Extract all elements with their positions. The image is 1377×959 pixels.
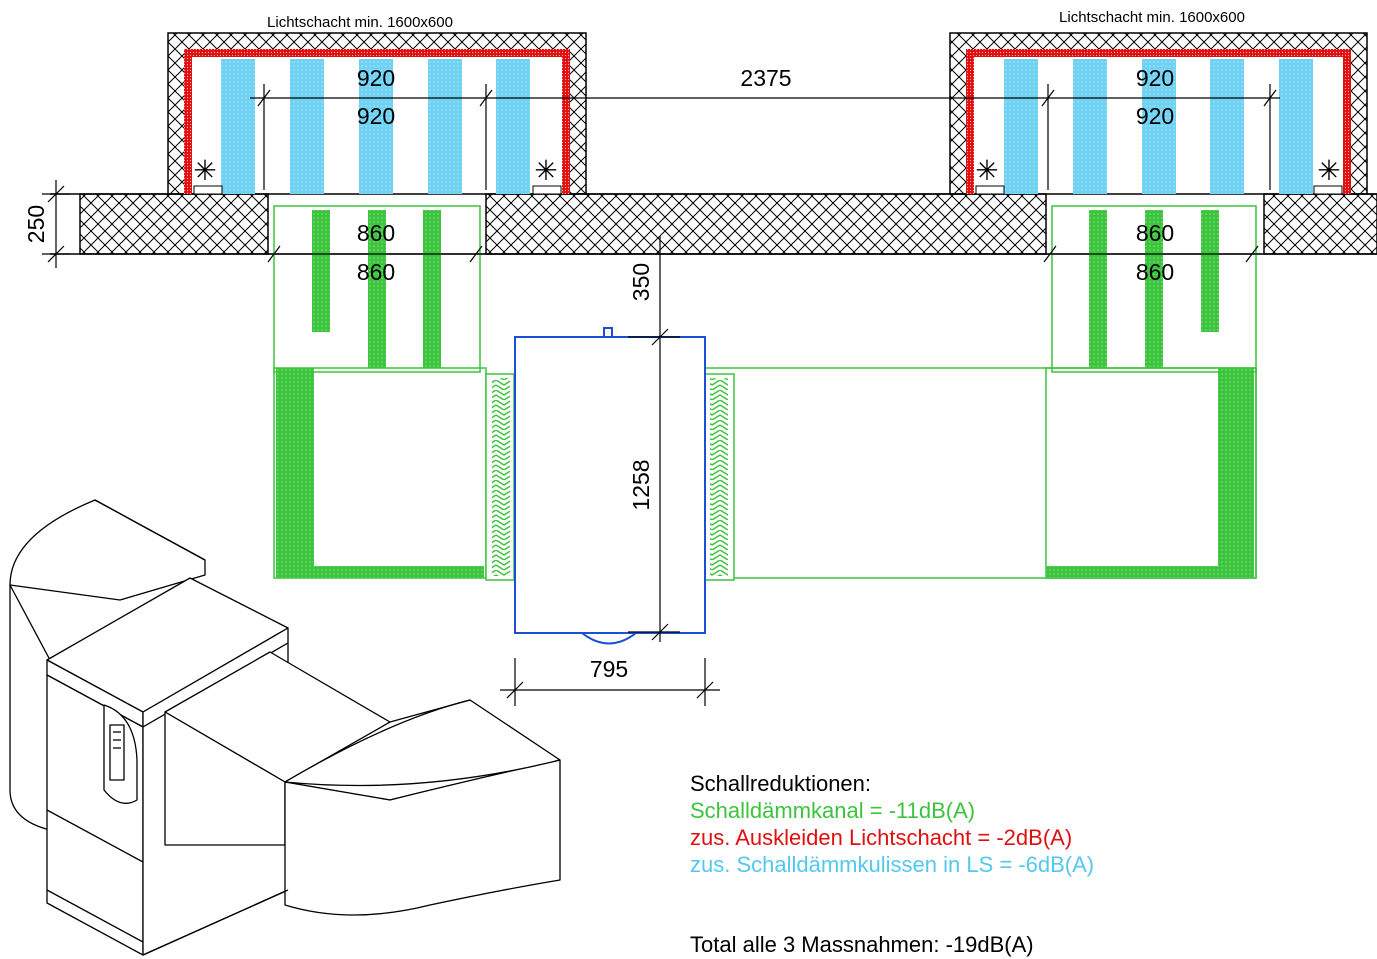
- legend-total: Total alle 3 Massnahmen: -19dB(A): [690, 932, 1034, 957]
- dimension-texts: Lichtschacht min. 1600x600 Lichtschacht …: [23, 9, 1245, 682]
- light-shaft-left: ✳ ✳: [167, 32, 587, 195]
- legend-heading: Schallreduktionen:: [690, 771, 872, 796]
- heat-pump-unit: [514, 327, 706, 645]
- dim-350: 350: [628, 263, 654, 301]
- dim-860-b: 860: [357, 259, 395, 285]
- dim-920-c: 920: [1136, 65, 1174, 91]
- duct-right: [703, 205, 1257, 581]
- legend: Schallreduktionen: Schalldämmkanal = -11…: [690, 770, 1094, 878]
- dim-250: 250: [23, 205, 49, 243]
- dim-2375: 2375: [740, 65, 791, 91]
- legend-item-blue: zus. Schalldämmkulissen in LS = -6dB(A): [690, 852, 1095, 877]
- dim-860-c: 860: [1136, 220, 1174, 246]
- legend-item-red: zus. Auskleiden Lichtschacht = -2dB(A): [690, 825, 1073, 850]
- dim-795: 795: [590, 656, 628, 682]
- svg-text:✳: ✳: [975, 154, 998, 187]
- dimension-lines: [42, 84, 1280, 706]
- isometric-unit-illustration: [9, 499, 561, 956]
- dim-860-a: 860: [357, 220, 395, 246]
- dim-920-a: 920: [357, 65, 395, 91]
- svg-text:✳: ✳: [193, 154, 216, 187]
- light-shaft-right: ✳ ✳: [949, 32, 1368, 195]
- dim-1258: 1258: [628, 459, 654, 510]
- dim-920-d: 920: [1136, 103, 1174, 129]
- svg-text:✳: ✳: [1317, 154, 1340, 187]
- dim-920-b: 920: [357, 103, 395, 129]
- svg-text:✳: ✳: [534, 154, 557, 187]
- shaft-label-left: Lichtschacht min. 1600x600: [267, 14, 453, 31]
- duct-left: [273, 205, 515, 581]
- shaft-label-right: Lichtschacht min. 1600x600: [1059, 9, 1245, 26]
- wall: [50, 193, 1377, 255]
- dim-860-d: 860: [1136, 259, 1174, 285]
- legend-item-green: Schalldämmkanal = -11dB(A): [690, 798, 976, 823]
